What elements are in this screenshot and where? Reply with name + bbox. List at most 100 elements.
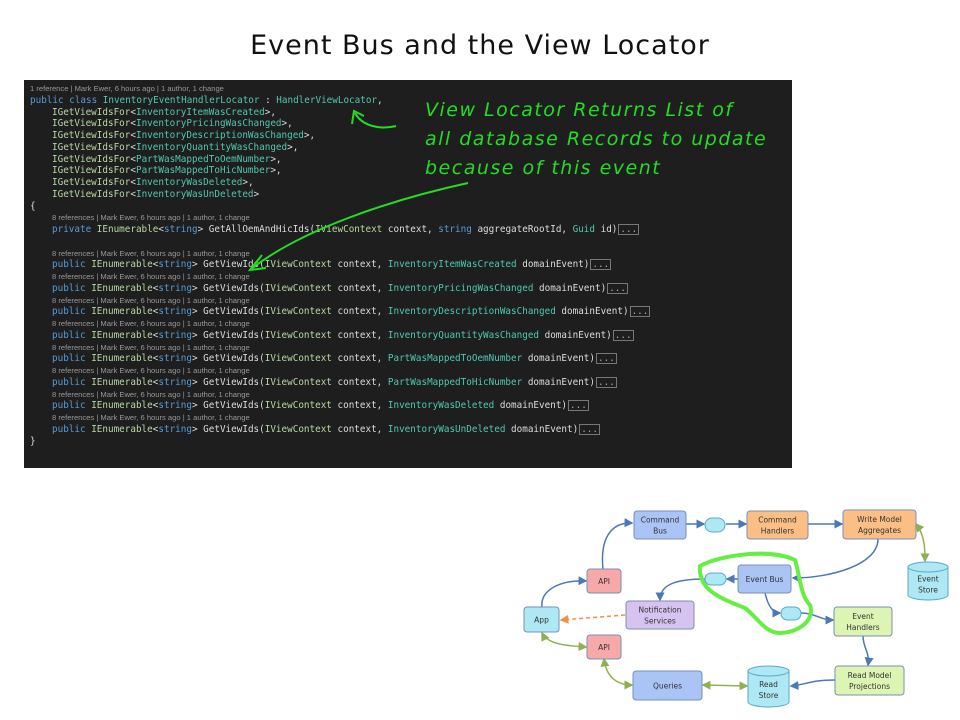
code-token: InventoryQuantityWasChanged	[387, 329, 540, 341]
code-token: IGetViewIdsFor	[52, 177, 131, 188]
code-token: public	[52, 282, 92, 294]
code-token: Guid	[572, 224, 595, 235]
node-api-bottom: API	[586, 634, 622, 660]
code-token: string	[158, 423, 192, 435]
code-token: > GetViewIds(	[191, 400, 265, 412]
code-token: string	[163, 224, 198, 235]
code-token: domainEvent)	[539, 329, 612, 341]
code-token: context,	[331, 353, 388, 365]
code-token: context,	[331, 400, 388, 412]
event-bus-highlight	[697, 551, 813, 636]
collapsed-region-button[interactable]: ...	[607, 282, 628, 294]
code-token: domainEvent)	[522, 353, 595, 365]
code-token: IEnumerable	[91, 259, 153, 271]
node-label: Read Model	[848, 671, 892, 680]
slide-title: Event Bus and the View Locator	[250, 30, 710, 61]
code-token: > GetViewIds(	[191, 376, 265, 388]
node-label: API	[598, 643, 610, 652]
collapsed-region-button[interactable]: ...	[618, 224, 640, 235]
code-line: IGetViewIdsFor<InventoryDescriptionWasCh…	[52, 130, 315, 141]
code-line: public IEnumerable<string> GetViewIds(IV…	[52, 400, 589, 412]
collapsed-region-button[interactable]: ...	[568, 400, 589, 412]
code-token: IViewContext	[264, 353, 332, 365]
node-label: Command	[641, 516, 680, 525]
code-token: <	[130, 141, 136, 153]
code-line: public IEnumerable<string> GetViewIds(IV…	[52, 282, 628, 294]
code-line: public IEnumerable<string> GetViewIds(IV…	[52, 306, 651, 318]
collapsed-region-button[interactable]: ...	[590, 259, 612, 271]
collapsed-region-button[interactable]: ...	[596, 353, 617, 365]
node-label: Write Model	[857, 515, 902, 524]
code-token: IViewContext	[264, 423, 332, 435]
code-token: InventoryPricingWasChanged	[135, 118, 282, 130]
queue-icon	[704, 517, 726, 533]
code-token: <	[130, 165, 136, 177]
code-token: <	[130, 153, 136, 165]
node-label: Event Bus	[746, 575, 784, 584]
codelens-info: 8 references | Mark Ewer, 6 hours ago | …	[52, 213, 250, 223]
code-token: >,	[270, 153, 282, 165]
code-token: domainEvent)	[494, 400, 568, 412]
edge	[601, 518, 634, 570]
edge	[915, 522, 930, 563]
code-token: domainEvent)	[505, 423, 579, 435]
code-line: public IEnumerable<string> GetViewIds(IV…	[52, 376, 617, 388]
code-token: string	[158, 259, 192, 271]
code-token: >,	[242, 177, 254, 188]
code-token: domainEvent)	[555, 306, 629, 318]
code-token: string	[158, 400, 192, 412]
code-token: <	[152, 282, 159, 294]
code-token: InventoryDescriptionWasChanged	[387, 306, 556, 318]
code-line: IGetViewIdsFor<InventoryItemWasCreated>,	[52, 107, 276, 118]
code-token: <	[152, 353, 159, 365]
node-label: Aggregates	[858, 526, 901, 535]
codelens-info: 8 references | Mark Ewer, 6 hours ago | …	[52, 248, 250, 258]
code-token: domainEvent)	[533, 282, 607, 294]
code-token: <	[130, 177, 136, 188]
code-token: string	[158, 376, 192, 388]
node-label: Queries	[653, 682, 682, 691]
code-editor-screenshot: 1 reference | Mark Ewer, 6 hours ago | 1…	[24, 80, 792, 468]
code-token: public	[52, 423, 92, 435]
code-line: IGetViewIdsFor<InventoryPricingWasChange…	[52, 118, 293, 129]
code-token: IGetViewIdsFor	[52, 106, 131, 118]
node-label: Projections	[849, 682, 890, 691]
code-token: context,	[331, 423, 388, 435]
collapsed-region-button[interactable]: ...	[629, 306, 651, 318]
node-label: App	[534, 616, 549, 625]
code-token: IEnumerable	[91, 400, 153, 412]
code-token: domainEvent)	[516, 259, 590, 271]
code-token: string	[158, 329, 192, 341]
collapsed-region-button[interactable]: ...	[596, 376, 617, 388]
code-token: InventoryWasUnDeleted	[387, 423, 506, 435]
code-token: PartWasMappedToOemNumber	[387, 353, 523, 365]
codelens-info: 8 references | Mark Ewer, 6 hours ago | …	[52, 272, 250, 281]
code-token: >,	[264, 106, 276, 118]
codelens-info: 8 references | Mark Ewer, 6 hours ago | …	[52, 342, 250, 352]
code-token: string	[158, 282, 192, 294]
collapsed-region-button[interactable]: ...	[612, 329, 634, 341]
node-label: Notification	[638, 606, 681, 615]
node-label: Store	[759, 691, 779, 700]
code-token: > GetViewIds(	[191, 282, 265, 294]
code-token: IGetViewIdsFor	[52, 130, 131, 141]
edge	[541, 631, 588, 652]
code-token: <	[152, 423, 159, 435]
code-token: <	[130, 188, 136, 200]
code-token: context,	[331, 329, 388, 341]
node-queries: Queries	[632, 670, 703, 701]
annotation-line: because of this event	[425, 157, 662, 179]
collapsed-region-button[interactable]: ...	[579, 423, 600, 435]
edge	[764, 592, 782, 618]
code-token: InventoryWasDeleted	[135, 177, 243, 188]
edge	[559, 614, 626, 624]
code-token: InventoryQuantityWasChanged	[135, 141, 288, 153]
codelens-info: 8 references | Mark Ewer, 6 hours ago | …	[52, 389, 250, 399]
code-token: <	[152, 376, 159, 388]
code-token: <	[152, 400, 159, 412]
